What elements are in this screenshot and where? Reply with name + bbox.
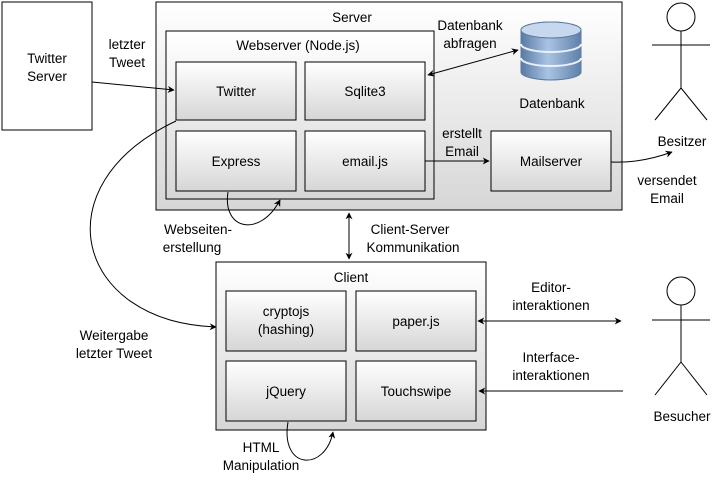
label-interfaceinteraktionen-line1: Interface- <box>522 350 579 365</box>
label-versendet-email-line2: Email <box>650 191 684 206</box>
edge-versendet-email <box>610 150 673 163</box>
label-client-server-line1: Client-Server <box>371 222 450 237</box>
server-title: Server <box>332 10 372 25</box>
edge-html-manipulation <box>286 421 336 461</box>
label-editorinteraktionen-line2: interaktionen <box>512 298 589 313</box>
webserver-title: Webserver (Node.js) <box>236 38 360 53</box>
label-editorinteraktionen: Editor- interaktionen <box>512 280 589 313</box>
sqlite3-module-label: Sqlite3 <box>344 84 385 99</box>
jquery-module: jQuery <box>225 360 347 422</box>
twitter-server-node: Twitter Server <box>1 1 93 131</box>
sqlite3-module: Sqlite3 <box>304 61 426 121</box>
emailjs-module: email.js <box>304 130 426 192</box>
label-erstellt-email-line1: erstellt <box>442 126 482 141</box>
touchswipe-label: Touchswipe <box>381 384 452 399</box>
express-module-label: Express <box>212 154 261 169</box>
besucher-actor-icon <box>652 276 710 396</box>
label-webseitenerstellung: Webseiten- erstellung <box>163 222 232 255</box>
edge-datenbank-abfragen <box>427 48 519 77</box>
label-letzter-tweet-line2: Tweet <box>109 55 145 70</box>
label-erstellt-email: erstellt Email <box>442 126 482 159</box>
besucher-label: Besucher <box>653 409 711 424</box>
besitzer-actor-icon <box>652 2 710 121</box>
label-datenbank-abfragen-line2: abfragen <box>443 36 496 51</box>
edge-letzter-tweet <box>91 81 175 93</box>
jquery-label: jQuery <box>265 384 306 399</box>
label-interfaceinteraktionen-line2: interaktionen <box>512 368 589 383</box>
cryptojs-label-line2: (hashing) <box>258 322 314 337</box>
paperjs-label: paper.js <box>392 314 440 329</box>
label-versendet-email-line1: versendet <box>637 173 697 188</box>
emailjs-module-label: email.js <box>342 154 388 169</box>
paperjs-module: paper.js <box>355 290 477 352</box>
twitter-module: Twitter <box>175 61 297 121</box>
label-datenbank-abfragen: Datenbank abfragen <box>437 18 503 51</box>
label-html-manipulation-line2: Manipulation <box>223 458 300 473</box>
mailserver-node: Mailserver <box>490 130 612 192</box>
label-letzter-tweet: letzter Tweet <box>109 37 146 70</box>
client-title: Client <box>334 270 369 285</box>
label-webseitenerstellung-line2: erstellung <box>163 240 222 255</box>
express-module: Express <box>175 130 297 192</box>
label-interfaceinteraktionen: Interface- interaktionen <box>512 350 589 383</box>
label-erstellt-email-line2: Email <box>445 144 479 159</box>
label-editorinteraktionen-line1: Editor- <box>531 280 571 295</box>
edge-webseitenerstellung <box>226 191 281 226</box>
label-weitergabe-line2: letzter Tweet <box>76 346 153 361</box>
mailserver-label: Mailserver <box>520 154 583 169</box>
label-client-server: Client-Server Kommunikation <box>366 222 459 255</box>
label-client-server-line2: Kommunikation <box>366 240 459 255</box>
twitter-server-label-line2: Server <box>27 69 67 84</box>
database-icon <box>520 21 582 81</box>
twitter-server-label-line1: Twitter <box>27 51 67 66</box>
besitzer-label: Besitzer <box>658 134 707 149</box>
touchswipe-module: Touchswipe <box>355 360 477 422</box>
label-weitergabe-line1: Weitergabe <box>80 328 149 343</box>
label-html-manipulation: HTML Manipulation <box>223 440 300 473</box>
cryptojs-label-line1: cryptojs <box>263 304 310 319</box>
label-html-manipulation-line1: HTML <box>243 440 280 455</box>
label-letzter-tweet-line1: letzter <box>109 37 146 52</box>
twitter-module-label: Twitter <box>216 84 256 99</box>
cryptojs-module: cryptojs (hashing) <box>225 290 347 352</box>
database-label: Datenbank <box>519 96 585 111</box>
label-weitergabe: Weitergabe letzter Tweet <box>76 328 153 361</box>
label-datenbank-abfragen-line1: Datenbank <box>437 18 503 33</box>
label-versendet-email: versendet Email <box>637 173 697 206</box>
edge-weitergabe-tweet <box>89 120 217 331</box>
label-webseitenerstellung-line1: Webseiten- <box>164 222 232 237</box>
